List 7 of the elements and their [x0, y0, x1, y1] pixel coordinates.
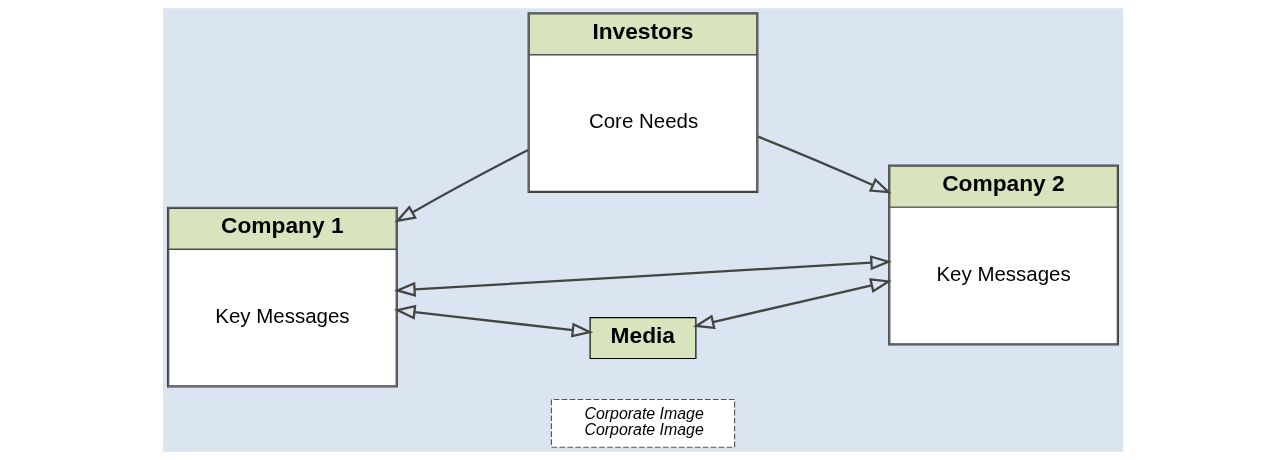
arrow — [692, 278, 892, 330]
arrow — [394, 255, 892, 297]
arrow — [757, 135, 892, 194]
arrow — [394, 304, 594, 338]
node-box: Media — [589, 317, 697, 360]
arrow — [394, 149, 529, 223]
node-box: Corporate Image Corporate Image — [550, 398, 736, 448]
